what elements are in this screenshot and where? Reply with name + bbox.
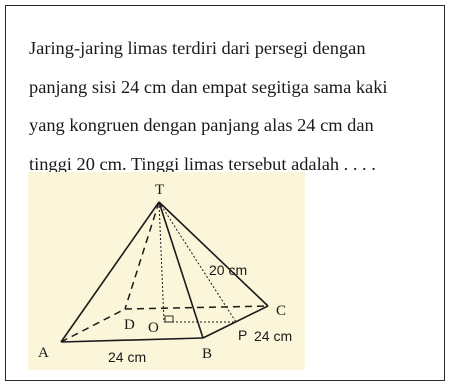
question-text: Jaring-jaring limas terdiri dari persegi… — [29, 29, 439, 183]
edge-tb — [158, 201, 204, 339]
question-line-3: yang kongruen dengan panjang alas 24 cm … — [29, 115, 374, 135]
edge-ab — [60, 337, 204, 343]
question-line-4: tinggi 20 cm. Tinggi limas tersebut adal… — [29, 153, 376, 174]
label-slant-height: 20 cm — [209, 262, 247, 278]
edge-dc — [124, 305, 269, 310]
label-t: T — [155, 182, 164, 198]
right-angle-marker — [164, 315, 174, 323]
label-base-ab: 24 cm — [108, 349, 146, 365]
edge-bc — [202, 305, 269, 339]
pyramid-diagram: T A B C D O P 20 cm 24 cm 24 cm — [38, 182, 292, 365]
edge-tc — [158, 201, 269, 307]
question-line-2: panjang sisi 24 cm dan empat segitiga sa… — [29, 76, 388, 97]
height-to — [158, 201, 165, 323]
label-o: O — [148, 320, 159, 336]
label-c: C — [276, 303, 286, 319]
question-line-1: Jaring-jaring limas terdiri dari persegi… — [29, 38, 366, 58]
label-a: A — [38, 345, 49, 361]
label-p: P — [238, 327, 247, 343]
label-side-bc: 24 cm — [254, 328, 292, 344]
edge-ad — [60, 308, 126, 343]
label-b: B — [202, 346, 212, 362]
edge-td — [124, 201, 160, 310]
pyramid-figure: T A B C D O P 20 cm 24 cm 24 cm — [28, 172, 305, 370]
label-d: D — [124, 317, 135, 333]
edge-ta — [60, 201, 160, 343]
